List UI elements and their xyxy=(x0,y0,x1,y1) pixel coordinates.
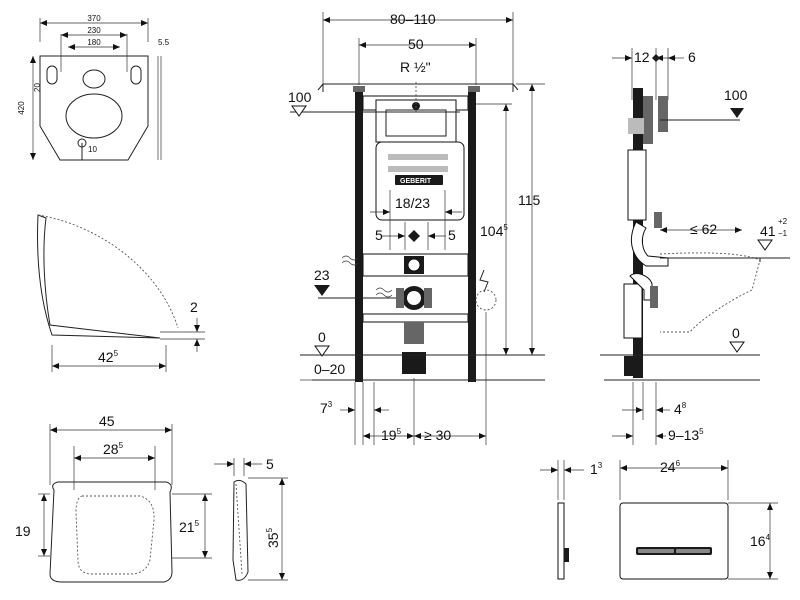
frame-width-label: 80–110 xyxy=(390,11,436,27)
seat-width-label: 45 xyxy=(99,413,115,429)
frame-thread-label: R ½" xyxy=(400,59,431,75)
side-depth-a-label: 12 xyxy=(634,49,650,65)
side-bottom-f-label: 9–135 xyxy=(668,427,704,443)
side-floor-label: 0 xyxy=(732,325,740,341)
side-depth-b-label: 6 xyxy=(688,49,696,65)
frame-height-inner-label: 1045 xyxy=(480,223,508,239)
frame-bottom-b-label: 195 xyxy=(381,427,402,443)
seat-drawing: 45 285 19 215 xyxy=(15,413,212,583)
side-top-level-label: 100 xyxy=(724,87,748,103)
frame-inner-width-label: 50 xyxy=(408,36,424,52)
frame-bottom-a-label: 73 xyxy=(320,400,333,416)
frame-offset-right-label: 5 xyxy=(448,227,456,243)
frame-height-total-label: 115 xyxy=(518,192,541,208)
frame-front-drawing: 80–110 50 R ½" GEBERIT 18/23 xyxy=(288,11,545,445)
flush-plate-drawing: 13 246 164 xyxy=(540,459,778,580)
seat-inner-width-label: 285 xyxy=(103,441,124,457)
pad-drawing: 370 230 180 420 20 10 5.5 xyxy=(17,14,170,161)
frame-floor-label: 0 xyxy=(318,329,326,345)
frame-floor-range-label: 0–20 xyxy=(314,361,345,377)
frame-bottom-c-label: ≥ 30 xyxy=(424,427,451,443)
pad-slot-label: 20 xyxy=(33,83,42,92)
lid-length-label: 425 xyxy=(98,349,119,365)
lid-thickness-label: 2 xyxy=(190,299,198,315)
seat-hinge-height-label: 215 xyxy=(179,519,200,535)
pad-width-label: 370 xyxy=(87,14,101,23)
frame-pipe-label: 18/23 xyxy=(395,195,430,211)
pad-thickness-label: 5.5 xyxy=(158,38,170,47)
seat-side-drawing: 5 355 xyxy=(214,456,288,581)
frame-brand-label: GEBERIT xyxy=(400,178,432,185)
side-rim-label: 41 xyxy=(760,223,776,239)
seat-side-thickness-label: 5 xyxy=(266,456,274,472)
pad-inner-distance-label: 180 xyxy=(87,38,101,47)
seat-height-label: 19 xyxy=(15,523,31,539)
frame-side-drawing: 12 6 100 ≤ 62 41 +2 −1 0 xyxy=(600,48,790,445)
lid-drawing: 2 425 xyxy=(37,214,205,372)
plate-width-label: 246 xyxy=(660,459,681,475)
seat-side-height-label: 355 xyxy=(265,527,281,548)
side-rim-plus-label: +2 xyxy=(778,217,788,226)
frame-offset-left-label: 5 xyxy=(375,227,383,243)
side-rim-minus-label: −1 xyxy=(778,229,788,238)
pad-height-label: 420 xyxy=(17,101,26,115)
frame-top-level-label: 100 xyxy=(288,89,312,105)
plate-height-label: 164 xyxy=(750,533,771,549)
plate-thickness-label: 13 xyxy=(590,461,603,477)
frame-drain-label: 23 xyxy=(314,267,330,283)
side-reach-label: ≤ 62 xyxy=(690,221,717,237)
pad-slot-distance-label: 230 xyxy=(87,26,101,35)
pad-hole-label: 10 xyxy=(88,145,97,154)
side-bottom-e-label: 48 xyxy=(674,401,687,417)
